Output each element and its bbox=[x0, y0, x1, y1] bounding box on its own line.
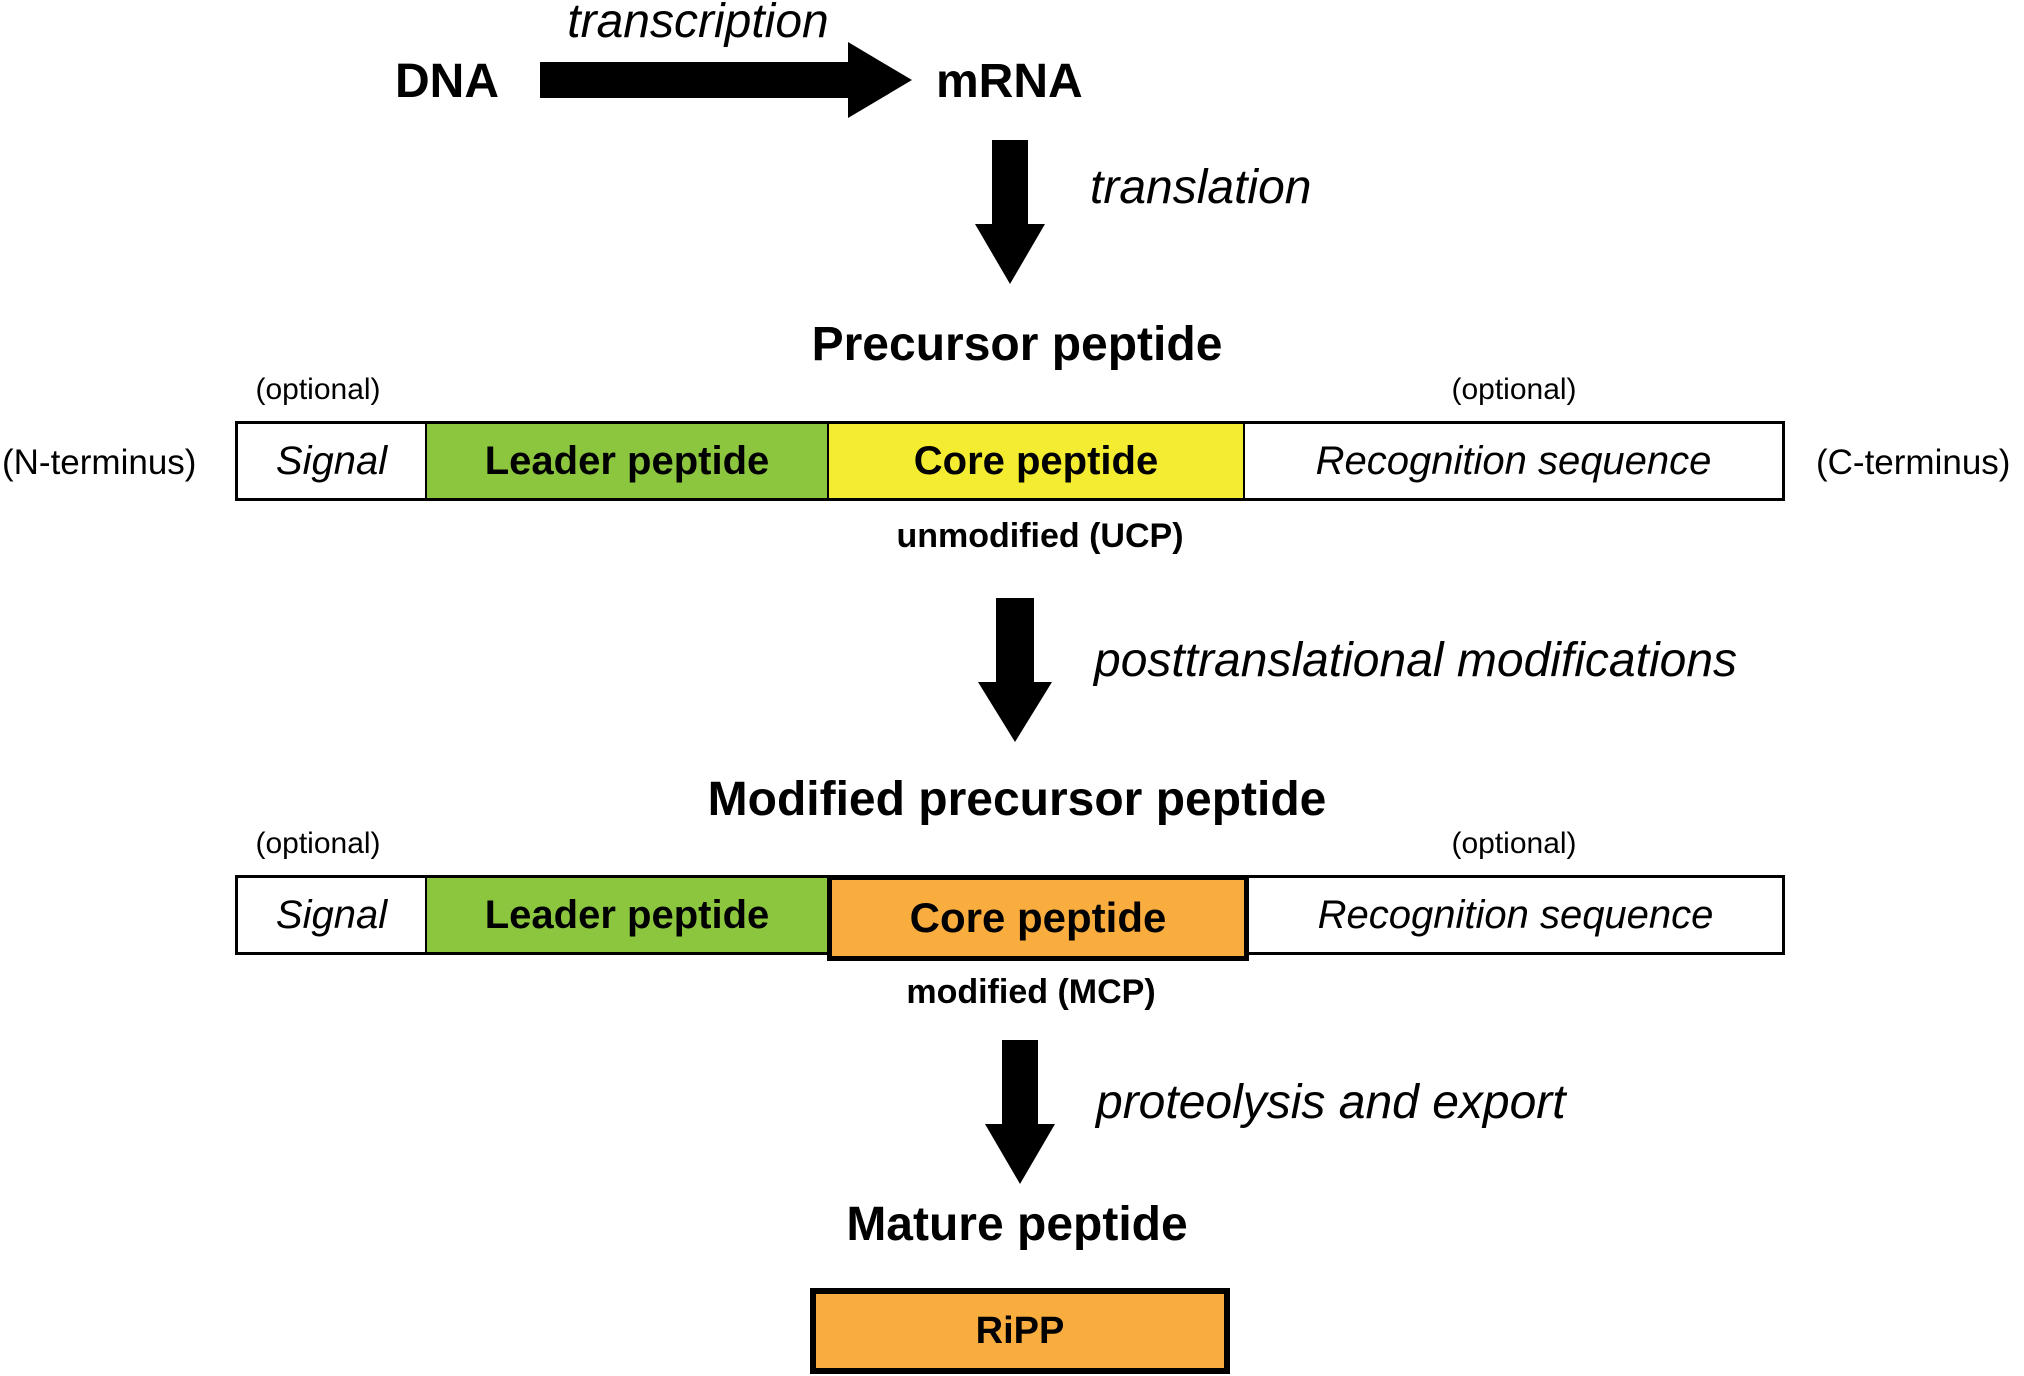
modified-precursor-title: Modified precursor peptide bbox=[707, 773, 1327, 826]
export-arrow bbox=[985, 1040, 1055, 1184]
mature-peptide-title: Mature peptide bbox=[846, 1198, 1188, 1251]
optional-left-label-2: (optional) bbox=[255, 827, 381, 860]
leader-peptide-segment: Leader peptide bbox=[427, 424, 829, 498]
recognition-sequence-segment: Recognition sequence bbox=[1245, 424, 1782, 498]
dna-label: DNA bbox=[395, 55, 499, 108]
signal-segment: Signal bbox=[238, 878, 427, 952]
optional-right-label-2: (optional) bbox=[1451, 827, 1577, 860]
translation-arrow bbox=[975, 140, 1045, 284]
precursor-peptide-bar: Signal Leader peptide Core peptide Recog… bbox=[235, 421, 1785, 501]
export-label: proteolysis and export bbox=[1096, 1076, 1566, 1129]
optional-left-label: (optional) bbox=[255, 373, 381, 406]
modified-precursor-bar: Signal Leader peptide Core peptide Recog… bbox=[235, 875, 1785, 961]
mrna-label: mRNA bbox=[936, 55, 1083, 108]
optional-right-label: (optional) bbox=[1451, 373, 1577, 406]
ptm-arrow bbox=[978, 598, 1052, 742]
c-terminus-label: (C-terminus) bbox=[1816, 443, 2011, 482]
signal-segment: Signal bbox=[238, 424, 427, 498]
n-terminus-label: (N-terminus) bbox=[2, 443, 197, 482]
modified-core-peptide-segment: Core peptide bbox=[827, 875, 1249, 961]
leader-peptide-segment: Leader peptide bbox=[427, 878, 827, 952]
core-state-modified: modified (MCP) bbox=[906, 973, 1156, 1011]
precursor-title: Precursor peptide bbox=[811, 318, 1223, 371]
recognition-sequence-segment: Recognition sequence bbox=[1249, 878, 1782, 952]
transcription-label: transcription bbox=[567, 0, 829, 48]
core-state-unmodified: unmodified (UCP) bbox=[896, 517, 1184, 555]
core-peptide-segment: Core peptide bbox=[829, 424, 1245, 498]
ripp-box: RiPP bbox=[810, 1288, 1230, 1374]
ptm-label: posttranslational modifications bbox=[1094, 634, 1738, 687]
transcription-arrow bbox=[540, 42, 912, 118]
translation-label: translation bbox=[1090, 161, 1312, 214]
